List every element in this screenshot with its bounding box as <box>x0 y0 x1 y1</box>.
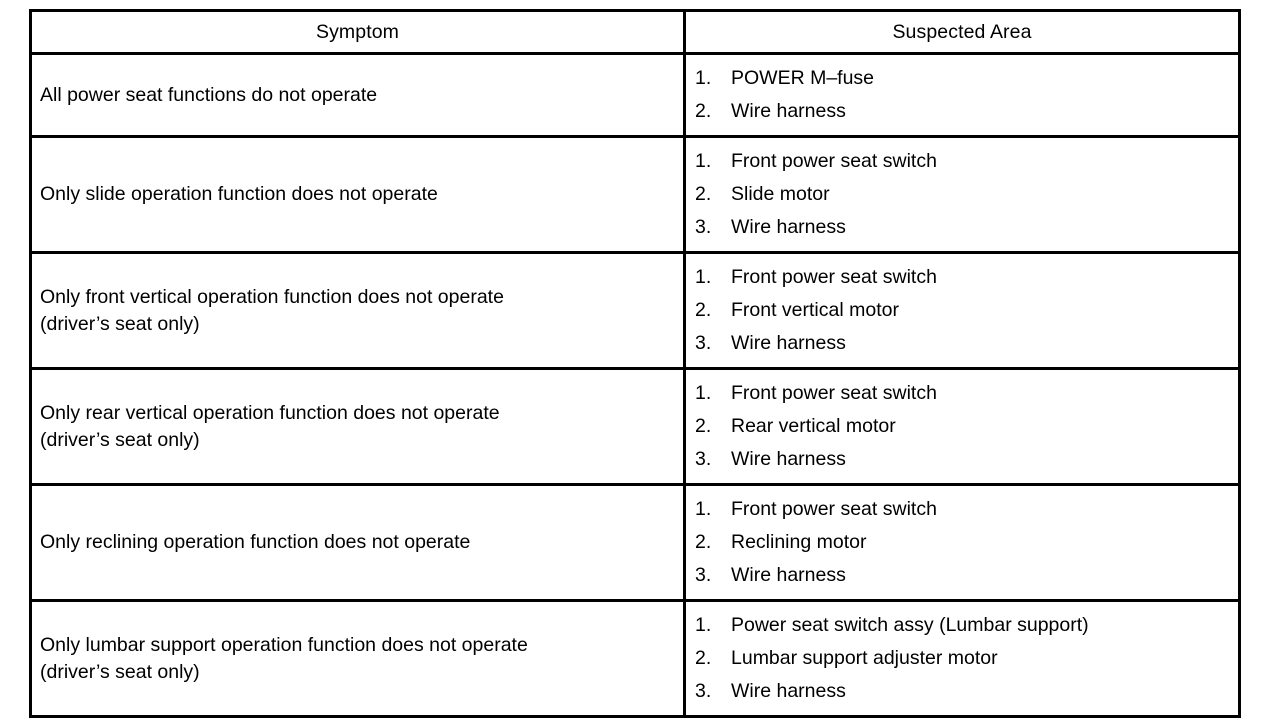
list-item: 1. POWER M–fuse <box>695 62 1230 95</box>
list-item: 2. Lumbar support adjuster motor <box>695 642 1230 675</box>
list-item: 3. Wire harness <box>695 211 1230 244</box>
list-item-label: Front power seat switch <box>731 382 937 404</box>
list-item: 2. Front vertical motor <box>695 294 1230 327</box>
symptom-cell: Only slide operation function does not o… <box>29 135 686 254</box>
table-row: Only lumbar support operation function d… <box>29 599 1241 718</box>
list-item-number: 2. <box>695 415 712 437</box>
symptom-line: Only rear vertical operation function do… <box>40 401 500 424</box>
list-item-label: Lumbar support adjuster motor <box>731 647 998 669</box>
list-item-label: Wire harness <box>731 100 846 122</box>
list-item-number: 2. <box>695 100 712 122</box>
page-sheet: Symptom Suspected Area All power seat fu… <box>29 9 1241 718</box>
table-body: All power seat functions do not operate … <box>29 52 1241 718</box>
list-item-label: Wire harness <box>731 332 846 354</box>
table-row: Only front vertical operation function d… <box>29 251 1241 370</box>
suspected-area-list: 1. Front power seat switch 2. Slide moto… <box>695 145 1230 244</box>
list-item-number: 2. <box>695 531 712 553</box>
symptom-line: Only slide operation function does not o… <box>40 183 438 205</box>
symptom-line: Only lumbar support operation function d… <box>40 633 528 656</box>
suspected-area-list: 1. Front power seat switch 2. Reclining … <box>695 493 1230 592</box>
list-item: 3. Wire harness <box>695 327 1230 360</box>
list-item-number: 3. <box>695 332 712 354</box>
list-item: 1. Front power seat switch <box>695 261 1230 294</box>
list-item-label: Power seat switch assy (Lumbar support) <box>731 614 1089 636</box>
symptom-suspected-area-table: Symptom Suspected Area All power seat fu… <box>29 9 1241 718</box>
list-item: 1. Front power seat switch <box>695 377 1230 410</box>
table-row: Only reclining operation function does n… <box>29 483 1241 602</box>
symptom-cell: All power seat functions do not operate <box>29 52 686 138</box>
list-item: 3. Wire harness <box>695 559 1230 592</box>
suspected-area-list: 1. Front power seat switch 2. Front vert… <box>695 261 1230 360</box>
symptom-line: Only front vertical operation function d… <box>40 285 504 308</box>
list-item-number: 1. <box>695 614 712 636</box>
list-item: 1. Front power seat switch <box>695 493 1230 526</box>
list-item-label: Front power seat switch <box>731 498 937 520</box>
table-row: Only rear vertical operation function do… <box>29 367 1241 486</box>
table-head: Symptom Suspected Area <box>29 9 1241 55</box>
symptom-cell: Only rear vertical operation function do… <box>29 367 686 486</box>
symptom-line-secondary: (driver’s seat only) <box>40 312 200 335</box>
list-item-number: 1. <box>695 150 712 172</box>
list-item-number: 2. <box>695 299 712 321</box>
list-item: 1. Front power seat switch <box>695 145 1230 178</box>
list-item: 2. Wire harness <box>695 95 1230 128</box>
suspected-area-cell: 1. Power seat switch assy (Lumbar suppor… <box>683 599 1241 718</box>
list-item-number: 1. <box>695 67 712 89</box>
suspected-area-list: 1. Power seat switch assy (Lumbar suppor… <box>695 609 1230 708</box>
list-item-label: Wire harness <box>731 448 846 470</box>
suspected-area-list: 1. Front power seat switch 2. Rear verti… <box>695 377 1230 476</box>
list-item: 2. Rear vertical motor <box>695 410 1230 443</box>
list-item-label: Wire harness <box>731 680 846 702</box>
list-item-label: Wire harness <box>731 216 846 238</box>
table-row: All power seat functions do not operate … <box>29 52 1241 138</box>
list-item-number: 3. <box>695 680 712 702</box>
list-item: 3. Wire harness <box>695 675 1230 708</box>
list-item-number: 1. <box>695 498 712 520</box>
symptom-cell: Only lumbar support operation function d… <box>29 599 686 718</box>
list-item: 2. Slide motor <box>695 178 1230 211</box>
symptom-line-secondary: (driver’s seat only) <box>40 660 200 683</box>
list-item-number: 3. <box>695 564 712 586</box>
list-item-number: 3. <box>695 448 712 470</box>
suspected-area-cell: 1. Front power seat switch 2. Front vert… <box>683 251 1241 370</box>
suspected-area-cell: 1. Front power seat switch 2. Reclining … <box>683 483 1241 602</box>
symptom-line: All power seat functions do not operate <box>40 83 378 106</box>
symptom-line: Only reclining operation function does n… <box>40 531 471 553</box>
suspected-area-list: 1. POWER M–fuse 2. Wire harness <box>695 62 1230 128</box>
symptom-cell: Only reclining operation function does n… <box>29 483 686 602</box>
list-item-number: 2. <box>695 183 712 205</box>
suspected-area-cell: 1. POWER M–fuse 2. Wire harness <box>683 52 1241 138</box>
list-item-label: Wire harness <box>731 564 846 586</box>
list-item-label: Reclining motor <box>731 531 867 553</box>
list-item: 1. Power seat switch assy (Lumbar suppor… <box>695 609 1230 642</box>
list-item-label: Front power seat switch <box>731 266 937 288</box>
column-header-symptom: Symptom <box>29 9 686 55</box>
list-item-label: POWER M–fuse <box>731 67 875 89</box>
list-item: 3. Wire harness <box>695 443 1230 476</box>
list-item-label: Front vertical motor <box>731 299 899 321</box>
table-header-row: Symptom Suspected Area <box>29 9 1241 55</box>
list-item-number: 2. <box>695 647 712 669</box>
symptom-cell: Only front vertical operation function d… <box>29 251 686 370</box>
column-header-suspected-area: Suspected Area <box>683 9 1241 55</box>
list-item-label: Slide motor <box>731 183 830 205</box>
list-item-number: 1. <box>695 266 712 288</box>
list-item-label: Rear vertical motor <box>731 415 896 437</box>
table-row: Only slide operation function does not o… <box>29 135 1241 254</box>
suspected-area-cell: 1. Front power seat switch 2. Rear verti… <box>683 367 1241 486</box>
list-item: 2. Reclining motor <box>695 526 1230 559</box>
symptom-line-secondary: (driver’s seat only) <box>40 428 200 451</box>
suspected-area-cell: 1. Front power seat switch 2. Slide moto… <box>683 135 1241 254</box>
list-item-number: 1. <box>695 382 712 404</box>
list-item-label: Front power seat switch <box>731 150 937 172</box>
list-item-number: 3. <box>695 216 712 238</box>
